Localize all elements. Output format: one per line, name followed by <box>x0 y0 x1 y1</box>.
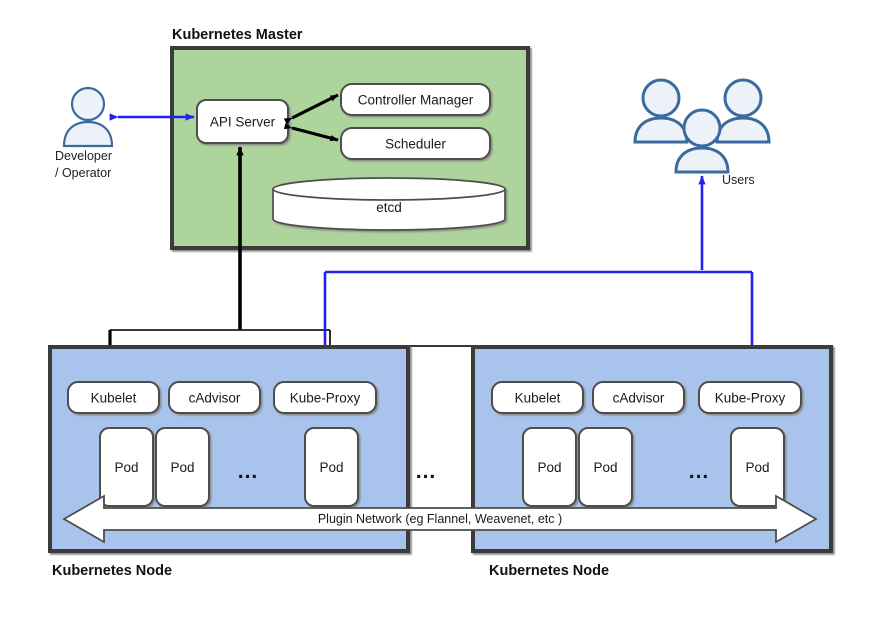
node-right-cadvisor-label: cAdvisor <box>613 391 665 406</box>
controller-manager-rect <box>340 83 491 116</box>
node-right-pod-1-rect <box>522 427 577 507</box>
node-left-pod-1-label: Pod <box>114 460 138 475</box>
api-server-label: API Server <box>210 115 276 130</box>
node-right-pod-ellipsis: ... <box>689 460 710 483</box>
scheduler-rect <box>340 127 491 160</box>
kubernetes-node-left-group: Kubelet cAdvisor Kube-Proxy Pod Pod ... <box>48 345 410 579</box>
users-label: Users <box>722 173 755 187</box>
controller-manager-label: Controller Manager <box>358 93 474 108</box>
node-left-pod-2-rect <box>155 427 210 507</box>
etcd-cylinder[interactable]: etcd <box>272 177 506 231</box>
plugin-network-arrow[interactable]: Plugin Network (eg Flannel, Weavenet, et… <box>62 494 818 544</box>
node-left-kubelet[interactable]: Kubelet <box>67 381 160 414</box>
user-body-left-icon <box>633 116 689 144</box>
node-left-pod-1[interactable]: Pod <box>99 427 154 507</box>
node-right-pod-2-rect <box>578 427 633 507</box>
scheduler-label: Scheduler <box>385 137 446 152</box>
node-right-kube-proxy[interactable]: Kube-Proxy <box>698 381 802 414</box>
user-body-right-icon <box>715 116 771 144</box>
developer-label-line1: Developer <box>55 149 112 163</box>
plugin-network-label: Plugin Network (eg Flannel, Weavenet, et… <box>318 512 562 526</box>
api-to-controller-manager-arrow <box>283 93 339 125</box>
developer-operator-actor[interactable]: Developer / Operator <box>55 86 195 180</box>
node-left-kube-proxy[interactable]: Kube-Proxy <box>273 381 377 414</box>
node-left-pod-2[interactable]: Pod <box>155 427 210 507</box>
etcd-label: etcd <box>376 200 402 215</box>
node-right-title: Kubernetes Node <box>489 563 609 579</box>
node-right-pod-1-label: Pod <box>537 460 561 475</box>
node-left-pod-ellipsis: ... <box>238 460 259 483</box>
node-right-kube-proxy-rect <box>698 381 802 414</box>
node-left-pod-3[interactable]: Pod <box>304 427 359 507</box>
node-right-pod-1[interactable]: Pod <box>522 427 577 507</box>
etcd-top <box>272 177 506 201</box>
node-right-cadvisor[interactable]: cAdvisor <box>592 381 685 414</box>
master-title: Kubernetes Master <box>172 27 303 43</box>
node-left-kubelet-rect <box>67 381 160 414</box>
user-head-center-icon <box>682 108 722 148</box>
users-actor[interactable]: Users <box>633 78 771 187</box>
api-server-box[interactable]: API Server <box>196 99 289 144</box>
node-right-kubelet-label: Kubelet <box>515 391 561 406</box>
node-right-pod-2-label: Pod <box>593 460 617 475</box>
node-left-pod-3-rect <box>304 427 359 507</box>
node-left-cadvisor-label: cAdvisor <box>189 391 241 406</box>
kubernetes-master-group: Kubernetes Master API Server Controller … <box>170 27 530 250</box>
between-nodes-ellipsis: ... <box>416 460 437 483</box>
node-right-pod-3-label: Pod <box>745 460 769 475</box>
node-left-cadvisor-rect <box>168 381 261 414</box>
node-right-kube-proxy-label: Kube-Proxy <box>715 391 786 406</box>
node-left-title: Kubernetes Node <box>52 563 172 579</box>
node-left-cadvisor[interactable]: cAdvisor <box>168 381 261 414</box>
plugin-network-shape <box>62 494 818 544</box>
node-right-pod-2[interactable]: Pod <box>578 427 633 507</box>
user-body-center-icon <box>674 146 730 174</box>
node-right-kubelet-rect <box>491 381 584 414</box>
node-left-pod-2-label: Pod <box>170 460 194 475</box>
node-left-kube-proxy-label: Kube-Proxy <box>290 391 361 406</box>
controller-manager-box[interactable]: Controller Manager <box>340 83 491 116</box>
node-right-pod-3-rect <box>730 427 785 507</box>
node-left-kubelet-label: Kubelet <box>91 391 137 406</box>
user-head-left-icon <box>641 78 681 118</box>
person-body-icon <box>62 120 114 148</box>
person-head-icon <box>70 86 106 122</box>
node-left-kube-proxy-rect <box>273 381 377 414</box>
scheduler-box[interactable]: Scheduler <box>340 127 491 160</box>
kubernetes-node-right-group: Kubelet cAdvisor Kube-Proxy Pod Pod ... <box>471 345 833 579</box>
node-right-kubelet[interactable]: Kubelet <box>491 381 584 414</box>
node-right-cadvisor-rect <box>592 381 685 414</box>
node-left-pod-1-rect <box>99 427 154 507</box>
developer-label-line2: / Operator <box>55 166 111 180</box>
user-head-right-icon <box>723 78 763 118</box>
api-to-scheduler-arrow <box>283 122 339 142</box>
node-left-pod-3-label: Pod <box>319 460 343 475</box>
node-right-pod-3[interactable]: Pod <box>730 427 785 507</box>
